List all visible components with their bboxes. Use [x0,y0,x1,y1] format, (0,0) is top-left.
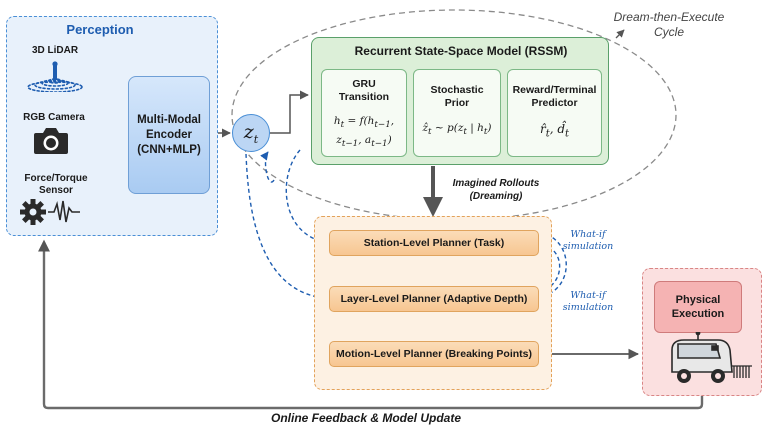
layer-planner-label: Layer-Level Planner (Adaptive Depth) [340,293,528,305]
station-planner-label: Station-Level Planner (Task) [363,237,505,249]
zt-to-layer-whatif-arrow [245,153,325,302]
motion-level-planner: Motion-Level Planner (Breaking Points) [329,341,539,367]
rssm-panel: Recurrent State-Space Model (RSSM) GRU T… [311,37,609,165]
encoder-line2: Encoder [145,128,192,141]
gru-title-line2: Transition [338,91,390,103]
layer-level-planner: Layer-Level Planner (Adaptive Depth) [329,286,539,312]
zt-to-station-whatif-arrow [285,149,325,245]
cycle-direction-arrow [615,29,625,39]
latent-zt-node: zt [232,114,270,152]
reward-equation: r̂t, d̂t [539,122,570,140]
prior-equation: ẑt ∼ p(zt | ht) [422,122,492,138]
lidar-label: 3D LiDAR [31,45,79,56]
imagined-rollouts-label: Imagined Rollouts (Dreaming) [436,177,556,203]
camera-label: RGB Camera [23,112,85,123]
zt-feedback-loop-arrow [260,151,275,183]
imagined-line1: Imagined Rollouts [452,178,540,189]
gru-title-line1: GRU [352,78,376,90]
camera-icon [34,128,68,154]
layer-station-whatif-loop [541,241,561,291]
whatif-top-line1: What-if [570,229,606,240]
dream-cycle-label: Dream-then-Execute Cycle [594,10,744,40]
whatif-label-bottom: What-if simulation [560,290,616,314]
physical-execution-box: Physical Execution [654,281,742,333]
feedback-label: Online Feedback & Model Update [270,411,462,425]
prior-title-line1: Stochastic [430,84,484,96]
prior-title-line2: Prior [444,97,470,109]
gru-card-title: GRU Transition [322,78,406,104]
latent-zt-label: zt [243,120,259,146]
whatif-bottom-line1: What-if [570,290,606,301]
reward-title-line2: Predictor [531,97,578,109]
multimodal-encoder: Multi-Modal Encoder (CNN+MLP) [128,76,210,194]
lidar-icon [27,61,83,92]
stochastic-prior-card: Stochastic Prior ẑt ∼ p(zt | ht) [413,69,501,157]
execution-line2: Execution [671,308,725,320]
force-label-line1: Force/Torque [24,173,88,184]
zt-to-rssm-arrow [270,90,309,134]
perception-title: Perception [66,22,134,37]
motion-planner-label: Motion-Level Planner (Breaking Points) [335,348,533,360]
reward-card-title: Reward/Terminal Predictor [508,84,601,110]
imagined-line2: (Dreaming) [469,191,523,202]
gear-waveform-icon [20,199,80,225]
whatif-label-top: What-if simulation [560,229,616,253]
whatif-top-line2: simulation [562,241,614,252]
force-sensor-label: Force/Torque Sensor [14,173,98,197]
execution-line1: Physical [675,294,721,306]
force-label-line2: Sensor [39,185,73,196]
prior-card-title: Stochastic Prior [414,84,500,110]
gru-transition-card: GRU Transition ht = f(ht−1,zt−1, at−1) [321,69,407,157]
whatif-bottom-line2: simulation [562,302,614,313]
feedback-loop-arrow [38,239,704,410]
station-level-planner: Station-Level Planner (Task) [329,230,539,256]
reward-title-line1: Reward/Terminal [512,84,597,96]
dream-cycle-line1: Dream-then-Execute [613,10,725,24]
encoder-line1: Multi-Modal [137,113,201,126]
reward-predictor-card: Reward/Terminal Predictor r̂t, d̂t [507,69,602,157]
dream-cycle-line2: Cycle [653,25,684,39]
rssm-title: Recurrent State-Space Model (RSSM) [354,44,568,58]
encoder-line3: (CNN+MLP) [137,143,201,156]
gru-equation: ht = f(ht−1,zt−1, at−1) [333,115,395,150]
robot-icon [671,332,752,383]
